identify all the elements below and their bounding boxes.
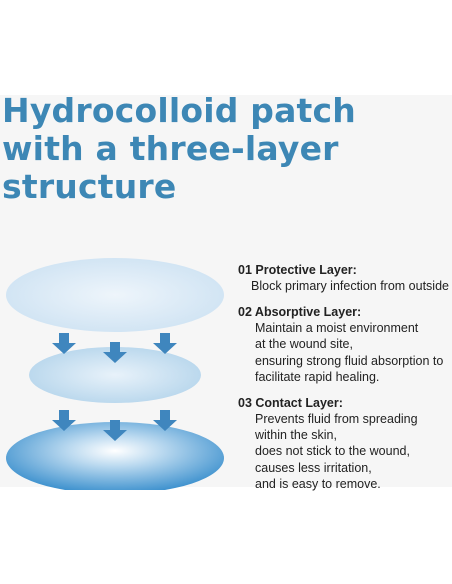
description-line: and is easy to remove. (255, 476, 381, 491)
description-line: Block primary infection from outside (251, 279, 449, 293)
layer-title: 02 Absorptive Layer: (238, 305, 362, 320)
description-line: Prevents fluid from spreading (255, 412, 418, 427)
layer-title: 03 Contact Layer: (238, 396, 343, 411)
layer-description: Block primary infection from outside (238, 278, 452, 294)
title-line-2: with a three-layer (2, 129, 339, 168)
contact-layer-disc (6, 422, 224, 490)
absorptive-layer-disc (29, 347, 201, 403)
page-title: Hydrocolloid patch with a three-layer st… (2, 92, 442, 206)
protective-layer-item: 01 Protective Layer: Block primary infec… (238, 262, 452, 294)
layer-diagram (6, 258, 224, 490)
layer-description: Prevents fluid from spreading within the… (238, 411, 452, 492)
description-line: within the skin, (255, 428, 337, 443)
layer-description: Maintain a moist environment at the woun… (238, 320, 452, 385)
contact-layer-item: 03 Contact Layer: Prevents fluid from sp… (238, 395, 452, 492)
arrow-down-icon (103, 342, 127, 363)
arrow-down-icon (52, 410, 76, 431)
description-line: does not stick to the wound, (255, 444, 410, 459)
layer-title: 01 Protective Layer: (238, 263, 357, 277)
description-line: at the wound site, (255, 337, 353, 352)
title-line-1: Hydrocolloid patch (2, 91, 356, 130)
absorptive-layer-item: 02 Absorptive Layer: Maintain a moist en… (238, 304, 452, 385)
description-line: causes less irritation, (255, 460, 372, 475)
title-line-3: structure (2, 167, 177, 206)
protective-layer-disc (6, 258, 224, 332)
arrow-down-icon (153, 410, 177, 431)
arrow-down-icon (103, 420, 127, 441)
description-line: facilitate rapid healing. (255, 369, 380, 384)
description-line: ensuring strong fluid absorption to (255, 353, 444, 368)
layer-descriptions: 01 Protective Layer: Block primary infec… (238, 262, 452, 502)
description-line: Maintain a moist environment (255, 321, 419, 336)
arrow-down-icon (52, 333, 76, 354)
arrow-down-icon (153, 333, 177, 354)
